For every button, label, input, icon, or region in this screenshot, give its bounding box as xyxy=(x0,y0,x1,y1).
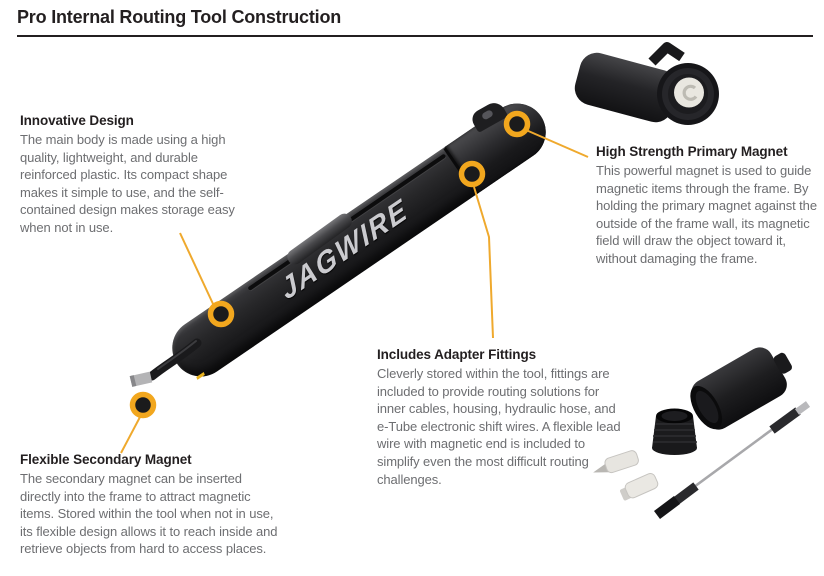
primary-magnet-photo xyxy=(574,42,719,125)
callout-secondary-magnet: Flexible Secondary Magnet The secondary … xyxy=(20,452,280,558)
marker-primary-magnet-icon xyxy=(503,110,531,138)
magnet-face-logo xyxy=(682,84,698,101)
callout-heading: Flexible Secondary Magnet xyxy=(20,452,192,467)
callout-body: This powerful magnet is used to guide ma… xyxy=(596,163,817,266)
page-title: Pro Internal Routing Tool Construction xyxy=(17,7,342,27)
fitting-housing-adapter xyxy=(620,472,659,501)
magnet-face xyxy=(674,77,704,108)
adapter-fittings-photo xyxy=(593,347,811,519)
fitting-threaded-ring xyxy=(652,408,697,455)
marker-secondary-magnet-icon xyxy=(129,391,157,419)
callout-heading: Includes Adapter Fittings xyxy=(377,347,537,362)
callout-heading: High Strength Primary Magnet xyxy=(596,144,788,159)
fitting-lead-wire xyxy=(654,401,811,519)
connector-secondary-magnet xyxy=(120,416,141,454)
callout-primary-magnet: High Strength Primary Magnet This powerf… xyxy=(596,144,818,268)
connector-primary-magnet xyxy=(525,129,589,158)
callout-heading: Innovative Design xyxy=(20,113,134,128)
title-underline xyxy=(17,35,813,37)
flexible-wire xyxy=(129,338,202,387)
connector-innovative-design xyxy=(179,232,215,307)
callout-adapter-fittings: Includes Adapter Fittings Cleverly store… xyxy=(377,347,622,488)
callout-body: The secondary magnet can be inserted dir… xyxy=(20,471,278,557)
marker-adapter-fittings-icon xyxy=(458,160,486,188)
fitting-cable-tip xyxy=(593,450,639,474)
fitting-storage-cap xyxy=(690,347,793,430)
callout-body: Cleverly stored within the tool, fitting… xyxy=(377,366,621,487)
callout-connectors xyxy=(120,129,589,454)
callout-body: The main body is made using a high quali… xyxy=(20,132,235,235)
connector-adapter-fittings xyxy=(473,186,494,339)
callout-innovative-design: Innovative Design The main body is made … xyxy=(20,113,246,237)
tip-lanyard-loop xyxy=(648,42,685,66)
marker-innovative-design-icon xyxy=(207,300,235,328)
